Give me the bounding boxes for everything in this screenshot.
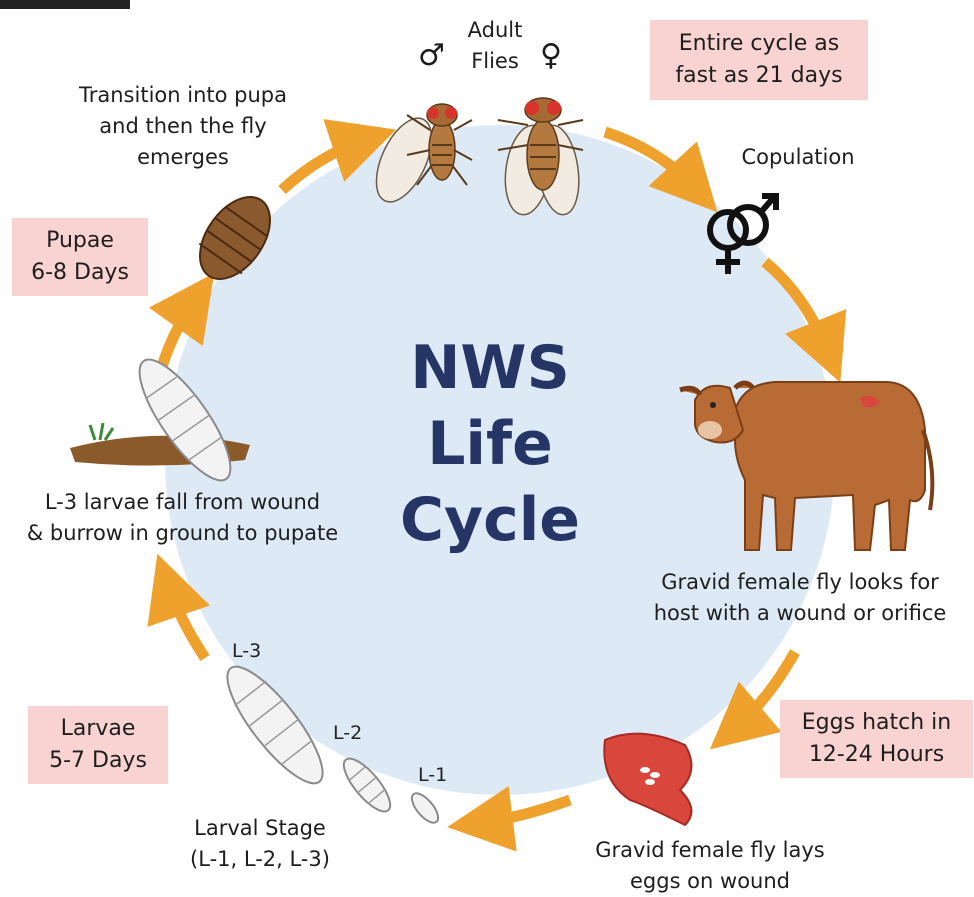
lays-eggs-line-1: Gravid female fly lays (560, 835, 860, 866)
title-line-3: Cycle (360, 482, 620, 558)
larvae-box: Larvae 5-7 Days (28, 706, 168, 784)
title-line-2: Life (360, 406, 620, 482)
adult-flies-line-1: Adult (455, 15, 535, 46)
adult-flies-line-2: Flies (455, 46, 535, 77)
pupae-box-line-2: 6-8 Days (31, 257, 129, 289)
lays-eggs-line-2: eggs on wound (560, 866, 860, 897)
larval-stage-label: Larval Stage (L-1, L-2, L-3) (160, 813, 360, 875)
larval-stage-line-2: (L-1, L-2, L-3) (160, 844, 360, 875)
eggs-hatch-line-2: 12-24 Hours (802, 739, 951, 771)
transition-line-2: and then the fly (58, 111, 308, 142)
transition-label: Transition into pupa and then the fly em… (58, 80, 308, 173)
fly-female-icon (498, 98, 584, 218)
gravid-host-line-2: host with a wound or orifice (625, 598, 974, 629)
title-line-1: NWS (360, 330, 620, 406)
pupae-box-line-1: Pupae (31, 225, 129, 257)
l2-label: L-2 (333, 722, 362, 744)
gravid-host-label: Gravid female fly looks for host with a … (625, 567, 974, 629)
lays-eggs-label: Gravid female fly lays eggs on wound (560, 835, 860, 897)
entire-cycle-box: Entire cycle as fast as 21 days (650, 20, 868, 100)
adult-flies-label: Adult Flies (455, 15, 535, 77)
l3-fall-label: L-3 larvae fall from wound & burrow in g… (5, 487, 360, 549)
eggs-hatch-box: Eggs hatch in 12-24 Hours (780, 700, 973, 778)
gravid-host-line-1: Gravid female fly looks for (625, 567, 974, 598)
eggs-hatch-line-1: Eggs hatch in (802, 707, 951, 739)
diagram-title: NWS Life Cycle (360, 330, 620, 558)
transition-line-1: Transition into pupa (58, 80, 308, 111)
pupae-box: Pupae 6-8 Days (12, 218, 148, 296)
larval-stage-line-1: Larval Stage (160, 813, 360, 844)
copulation-label: Copulation (718, 142, 878, 173)
l3-fall-line-2: & burrow in ground to pupate (5, 518, 360, 549)
female-symbol-icon: ♀ (540, 38, 562, 73)
larva-l1-icon (407, 789, 442, 827)
entire-cycle-line-2: fast as 21 days (675, 60, 842, 92)
l3-fall-line-1: L-3 larvae fall from wound (5, 487, 360, 518)
transition-line-3: emerges (58, 142, 308, 173)
entire-cycle-line-1: Entire cycle as (675, 28, 842, 60)
arrow-eggs-to-larvae (480, 800, 570, 823)
l3-label: L-3 (232, 640, 261, 662)
wound-eggs-icon (604, 734, 691, 825)
l1-label: L-1 (418, 764, 447, 786)
male-symbol-icon: ♂ (418, 38, 445, 73)
larvae-box-line-2: 5-7 Days (49, 745, 147, 777)
larvae-box-line-1: Larvae (49, 713, 147, 745)
